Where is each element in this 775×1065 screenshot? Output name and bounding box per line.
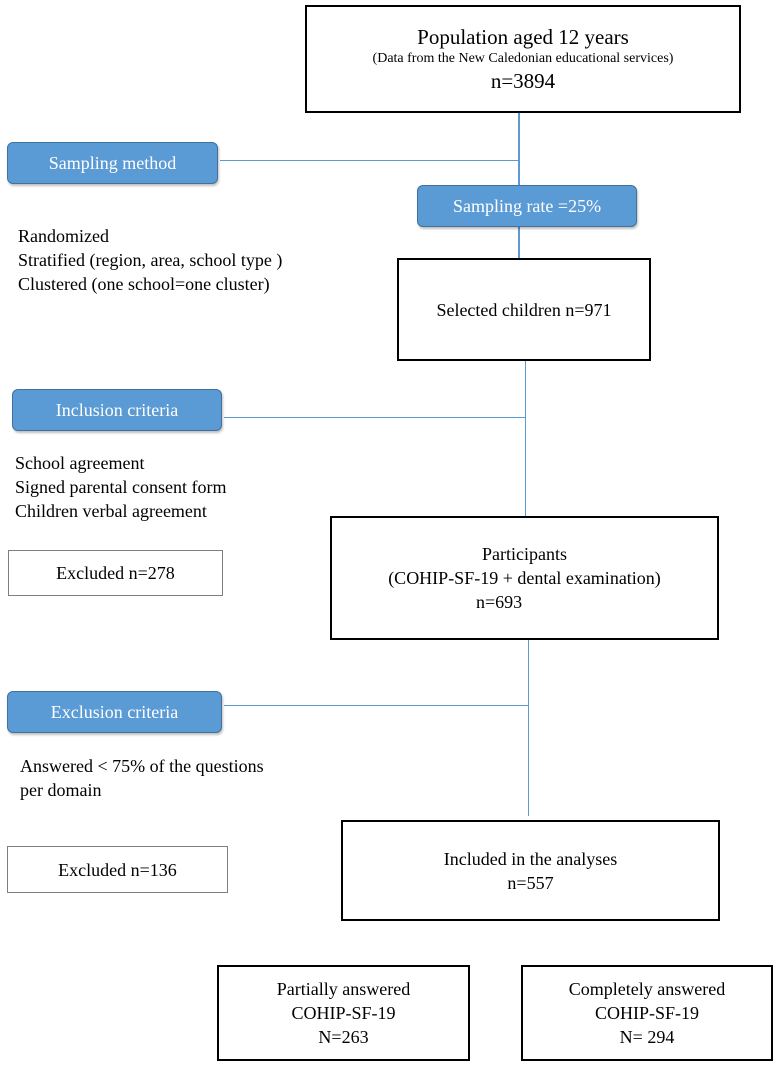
selected-children-text: Selected children n=971 <box>436 299 612 320</box>
completely-answered-box: Completely answered COHIP-SF-19 N= 294 <box>521 965 773 1061</box>
excluded-136-text: Excluded n=136 <box>58 859 177 880</box>
connector-inclusion <box>224 417 525 418</box>
sampling-item: Stratified (region, area, school type ) <box>18 250 283 270</box>
sampling-rate-label: Sampling rate =25% <box>452 195 602 216</box>
analyses-title: Included in the analyses <box>443 848 618 869</box>
population-source: (Data from the New Caledonian educationa… <box>372 51 674 66</box>
participants-subtitle: (COHIP-SF-19 + dental examination) <box>388 568 661 588</box>
inclusion-item: Children verbal agreement <box>15 501 207 521</box>
inclusion-item: School agreement <box>15 453 145 473</box>
partially-answered-box: Partially answered COHIP-SF-19 N=263 <box>217 965 470 1061</box>
population-title: Population aged 12 years <box>417 25 629 49</box>
exclusion-criteria-label: Exclusion criteria <box>50 701 179 722</box>
sampling-method-pill: Sampling method <box>7 142 218 184</box>
connector-exclusion <box>224 705 529 706</box>
complete-title: Completely answered <box>568 979 726 999</box>
inclusion-criteria-pill: Inclusion criteria <box>12 389 222 431</box>
partial-count: N=263 <box>318 1027 369 1047</box>
sampling-item: Randomized <box>18 226 109 246</box>
sampling-item: Clustered (one school=one cluster) <box>18 274 270 294</box>
analyses-box: Included in the analyses n=557 <box>341 820 720 921</box>
connector-sampling-method <box>220 160 519 161</box>
excluded-136-box: Excluded n=136 <box>7 846 228 893</box>
connector-selected-vertical <box>525 361 526 516</box>
exclusion-item: per domain <box>20 780 102 800</box>
excluded-278-box: Excluded n=278 <box>8 550 223 596</box>
inclusion-criteria-list: School agreement Signed parental consent… <box>15 451 226 523</box>
excluded-278-text: Excluded n=278 <box>56 563 175 583</box>
sampling-rate-pill: Sampling rate =25% <box>417 185 637 227</box>
exclusion-criteria-list: Answered < 75% of the questions per doma… <box>20 754 264 802</box>
sampling-method-label: Sampling method <box>48 152 177 173</box>
sampling-method-list: Randomized Stratified (region, area, sch… <box>18 224 282 296</box>
participants-title: Participants <box>482 544 567 564</box>
participants-box: Participants (COHIP-SF-19 + dental exami… <box>330 516 719 640</box>
population-count: n=3894 <box>490 69 556 93</box>
participants-count: n=693 <box>476 592 523 612</box>
partial-title: Partially answered <box>276 979 411 999</box>
complete-subtitle: COHIP-SF-19 <box>594 1003 700 1023</box>
exclusion-item: Answered < 75% of the questions <box>20 756 264 776</box>
exclusion-criteria-pill: Exclusion criteria <box>7 691 222 733</box>
inclusion-criteria-label: Inclusion criteria <box>55 399 179 420</box>
selected-children-box: Selected children n=971 <box>397 258 651 361</box>
partial-subtitle: COHIP-SF-19 <box>291 1003 396 1023</box>
complete-count: N= 294 <box>619 1027 675 1047</box>
connector-participants-vertical <box>528 640 529 816</box>
analyses-count: n=557 <box>507 872 554 893</box>
inclusion-item: Signed parental consent form <box>15 477 227 497</box>
population-box: Population aged 12 years (Data from the … <box>305 5 741 113</box>
